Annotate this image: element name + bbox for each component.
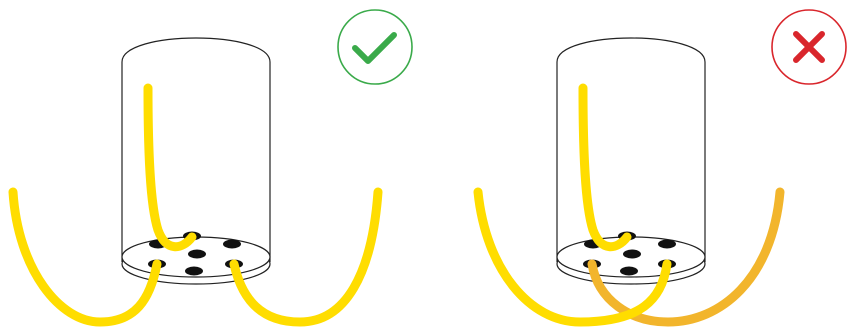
hole	[223, 239, 241, 249]
hole	[185, 266, 203, 276]
cable-left	[8, 187, 162, 327]
badge-correct	[337, 9, 413, 85]
cross-icon	[793, 31, 825, 63]
check-icon	[352, 32, 397, 64]
cable-right	[229, 187, 383, 327]
cable-orange	[587, 187, 785, 327]
panel-incorrect	[473, 9, 847, 327]
hole	[658, 239, 676, 249]
container-body	[121, 37, 271, 262]
hole	[188, 249, 206, 259]
hole	[620, 266, 638, 276]
hole	[623, 249, 641, 259]
cable-inner	[143, 83, 197, 252]
badge-incorrect	[771, 9, 847, 85]
cable-left	[473, 187, 672, 327]
panel-correct	[8, 9, 413, 327]
cable-inner	[578, 83, 632, 252]
container-body	[556, 37, 706, 262]
